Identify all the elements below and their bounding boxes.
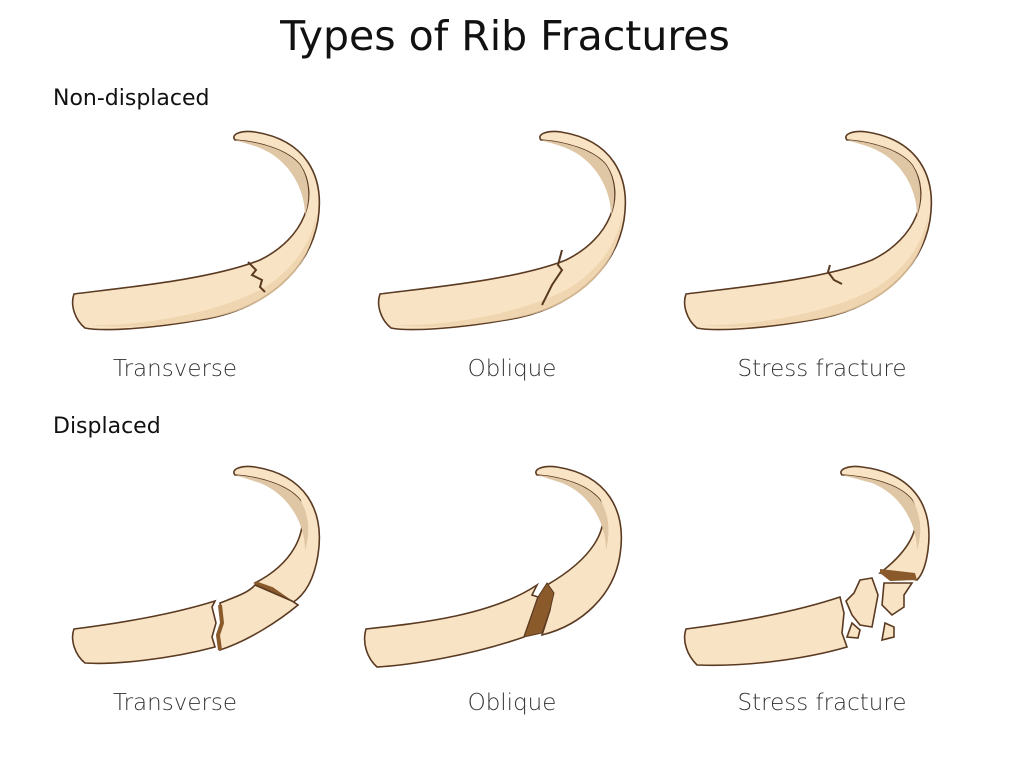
section-heading-non-displaced: Non-displaced	[53, 86, 210, 111]
bone-fragment	[845, 577, 879, 628]
label-displaced-transverse: Transverse	[112, 690, 238, 716]
fracture-gap	[523, 582, 555, 638]
section-heading-displaced: Displaced	[53, 414, 161, 439]
bone-fragment	[881, 582, 914, 617]
fracture-edge	[880, 569, 917, 581]
label-displaced-oblique: Oblique	[467, 690, 557, 716]
rib-displaced-stress	[683, 465, 930, 667]
bone-fragment	[880, 621, 895, 642]
label-non-displaced-transverse: Transverse	[112, 356, 238, 382]
bone-fragment	[845, 621, 861, 639]
label-non-displaced-stress: Stress fracture	[737, 356, 907, 382]
label-displaced-stress: Stress fracture	[737, 690, 907, 716]
page-title: Types of Rib Fractures	[280, 12, 730, 60]
fracture-line	[826, 264, 843, 285]
fracture-line	[247, 261, 266, 293]
fracture-edge	[215, 604, 225, 651]
rib-displaced-transverse	[71, 465, 321, 665]
rib-displaced-oblique	[363, 465, 623, 668]
rib-non-displaced-transverse	[71, 130, 321, 331]
rib-non-displaced-stress	[683, 130, 933, 331]
fracture-line	[541, 249, 564, 306]
label-non-displaced-oblique: Oblique	[467, 356, 557, 382]
rib-non-displaced-oblique	[377, 130, 627, 331]
